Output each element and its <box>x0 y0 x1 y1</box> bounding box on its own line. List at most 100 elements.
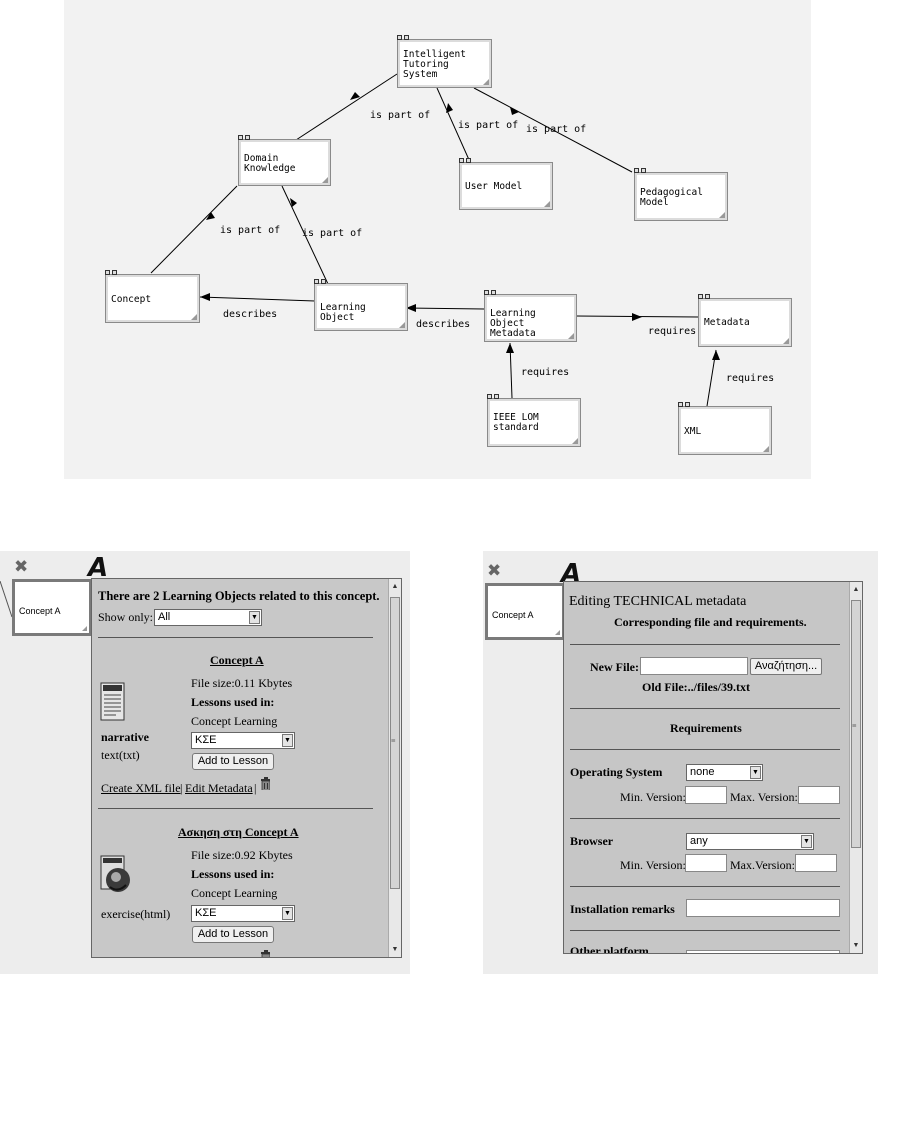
scroll-down-icon[interactable]: ▼ <box>391 945 399 953</box>
concept-node-selected[interactable]: Concept A <box>12 579 92 636</box>
object-title[interactable]: Concept A <box>210 653 264 667</box>
browser-select[interactable]: any ▼ <box>686 833 814 850</box>
trash-icon[interactable] <box>261 777 270 790</box>
edge-lo-domain <box>281 185 329 285</box>
node-xml[interactable]: XML <box>678 402 772 455</box>
other-platform-input[interactable] <box>686 950 840 953</box>
requirements-heading: Requirements <box>670 721 742 735</box>
add-to-lesson-button[interactable]: Add to Lesson <box>192 753 274 770</box>
node-metadata[interactable]: Metadata <box>698 294 792 347</box>
edge-concept-domain <box>150 185 238 274</box>
os-max-version-input[interactable] <box>798 786 840 804</box>
resize-corner-icon[interactable] <box>572 438 578 444</box>
node-domain-knowledge[interactable]: Domain Knowledge <box>238 135 331 186</box>
edge-ped-its <box>473 87 633 173</box>
node-user-model[interactable]: User Model <box>459 158 553 210</box>
edge-lom-lo <box>405 307 485 310</box>
resize-corner-icon[interactable] <box>191 314 197 320</box>
node-handle[interactable] <box>397 35 413 41</box>
edge-label: is part of <box>458 120 519 131</box>
text-file-icon <box>100 682 125 721</box>
resize-corner-icon[interactable] <box>483 79 489 85</box>
node-handle[interactable] <box>314 279 330 285</box>
os-select[interactable]: none ▼ <box>686 764 763 781</box>
concept-letter-icon: A <box>561 559 582 589</box>
node-learning-object[interactable]: Learning Object <box>314 279 408 331</box>
resize-corner-icon[interactable] <box>763 446 769 452</box>
object-type: exercise(html) <box>101 907 171 921</box>
resize-corner-icon[interactable] <box>322 177 328 183</box>
node-handle[interactable] <box>487 394 503 400</box>
lesson-select[interactable]: ΚΣΕ ▼ <box>191 732 295 749</box>
node-handle[interactable] <box>459 158 475 164</box>
file-size: File size:0.92 Kbytes <box>191 848 293 862</box>
installation-remarks-input[interactable] <box>686 899 840 917</box>
scroll-up-icon[interactable]: ▲ <box>852 585 860 593</box>
divider <box>98 637 373 638</box>
edge-label: describes <box>223 309 278 320</box>
edit-metadata-link[interactable]: Edit Metadata <box>185 781 253 795</box>
chevron-down-icon[interactable]: ▼ <box>282 734 293 747</box>
node-learning-object-metadata[interactable]: Learning Object Metadata <box>484 290 577 342</box>
new-file-input[interactable] <box>640 657 748 675</box>
link-separator: | <box>254 781 257 795</box>
browser-min-version-input[interactable] <box>685 854 727 872</box>
browser-max-version-input[interactable] <box>795 854 837 872</box>
node-pedagogical-model[interactable]: Pedagogical Model <box>634 168 728 221</box>
add-to-lesson-button[interactable]: Add to Lesson <box>192 926 274 943</box>
scroll-thumb[interactable] <box>851 600 861 848</box>
scroll-up-icon[interactable]: ▲ <box>391 582 399 590</box>
node-handle[interactable] <box>484 290 500 296</box>
editor-title: Editing TECHNICAL metadata <box>569 594 747 609</box>
arrowhead <box>510 107 519 115</box>
scroll-down-icon[interactable]: ▼ <box>852 941 860 949</box>
os-min-version-input[interactable] <box>685 786 727 804</box>
object-title[interactable]: Ασκηση στη Concept A <box>178 825 299 839</box>
resize-corner-icon[interactable] <box>544 201 550 207</box>
chevron-down-icon[interactable]: ▼ <box>249 611 260 624</box>
node-handle[interactable] <box>105 270 121 276</box>
link-separator: | <box>180 781 183 795</box>
scroll-grip-icon: ≡ <box>391 736 396 745</box>
divider <box>570 886 840 887</box>
chevron-down-icon[interactable]: ▼ <box>801 835 812 848</box>
node-handle[interactable] <box>238 135 254 141</box>
browse-button[interactable]: Αναζήτηση... <box>750 658 822 675</box>
chevron-down-icon[interactable]: ▼ <box>282 907 293 920</box>
max-version-label: Max. Version: <box>730 790 798 804</box>
show-only-select[interactable]: All ▼ <box>154 609 262 626</box>
resize-corner-icon[interactable] <box>555 630 560 635</box>
vertical-scrollbar[interactable]: ▲ ≡ ▼ <box>388 579 401 957</box>
technical-metadata-panel: ✖ A Concept A Editing TECHNICAL metadata… <box>483 551 878 974</box>
concept-node-selected[interactable]: Concept A <box>485 583 565 640</box>
resize-corner-icon[interactable] <box>82 626 87 631</box>
node-its[interactable]: Intelligent Tutoring System <box>397 35 492 88</box>
html-exercise-icon <box>100 855 130 892</box>
os-label: Operating System <box>570 765 663 779</box>
connector-line <box>0 581 13 618</box>
trash-icon[interactable] <box>261 950 270 958</box>
resize-corner-icon[interactable] <box>719 212 725 218</box>
arrowhead <box>632 313 642 321</box>
arrowhead <box>350 92 360 100</box>
node-handle[interactable] <box>698 294 714 300</box>
vertical-scrollbar[interactable]: ▲ ≡ ▼ <box>849 582 862 953</box>
resize-corner-icon[interactable] <box>399 322 405 328</box>
new-file-label: New File: <box>590 660 639 674</box>
arrowhead <box>290 198 297 207</box>
edge-label: is part of <box>526 124 587 135</box>
node-handle[interactable] <box>634 168 650 174</box>
node-ieee-lom-standard[interactable]: IEEE LOM standard <box>487 394 581 447</box>
lesson-select[interactable]: ΚΣΕ ▼ <box>191 905 295 922</box>
close-icon[interactable]: ✖ <box>487 561 502 581</box>
resize-corner-icon[interactable] <box>568 333 574 339</box>
node-handle[interactable] <box>678 402 694 408</box>
divider <box>570 818 840 819</box>
close-icon[interactable]: ✖ <box>14 557 29 577</box>
scroll-thumb[interactable] <box>390 597 400 889</box>
resize-corner-icon[interactable] <box>783 338 789 344</box>
node-concept[interactable]: Concept <box>105 270 200 323</box>
chevron-down-icon[interactable]: ▼ <box>750 766 761 779</box>
edge-label: requires <box>726 373 775 384</box>
create-xml-link[interactable]: Create XML file <box>101 781 181 795</box>
